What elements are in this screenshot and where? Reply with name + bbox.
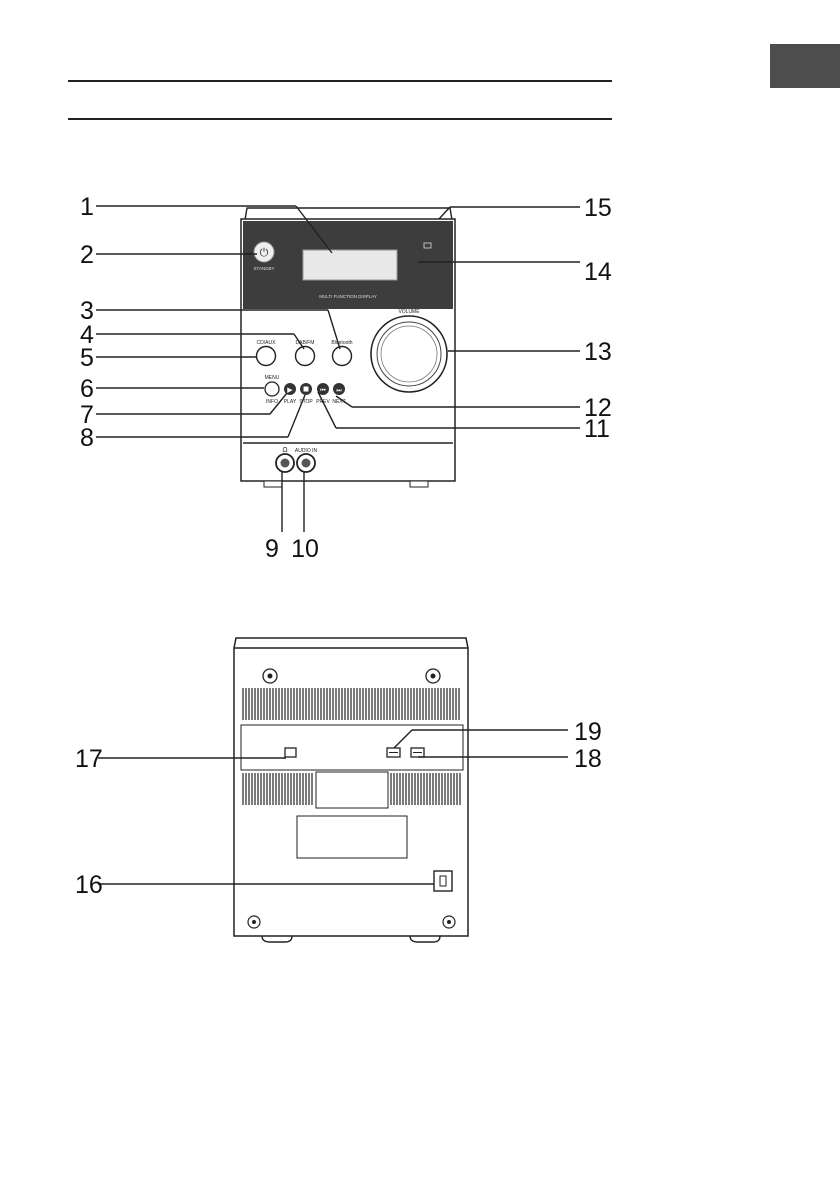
menu-info-button[interactable] — [265, 382, 279, 396]
info-label: INFO — [266, 399, 278, 405]
lcd-screen — [303, 250, 397, 280]
volume-label: VOLUME — [398, 309, 420, 315]
bluetooth-button[interactable] — [333, 347, 352, 366]
prev-icon: ⏮ — [320, 388, 326, 394]
power-icon: ⏻ — [260, 247, 269, 259]
front-view-diagram: MULTI FUNCTION DISPLAY ⏻ STANDBY CD/AUX … — [0, 0, 840, 600]
callout-12: 12 — [584, 394, 612, 422]
callout-9: 9 — [265, 535, 279, 563]
cd-aux-button[interactable] — [257, 347, 276, 366]
headphones-icon: Ω — [282, 447, 287, 454]
rear-label-plate — [297, 816, 407, 858]
dab-fm-button[interactable] — [296, 347, 315, 366]
front-foot-left — [264, 481, 282, 487]
play-pause-icon: ▶ — [287, 387, 293, 394]
audio-in-jack-hole — [302, 459, 311, 468]
display-label: MULTI FUNCTION DISPLAY — [319, 294, 377, 299]
callout-13: 13 — [584, 338, 612, 366]
callout-17: 17 — [75, 745, 103, 773]
stop-icon — [304, 387, 309, 392]
callout-19: 19 — [574, 718, 602, 746]
rear-vents-top — [243, 688, 459, 720]
menu-label: MENU — [265, 375, 280, 381]
headphone-jack-hole — [281, 459, 290, 468]
callout-6: 6 — [80, 375, 94, 403]
cd-aux-label: CD/AUX — [257, 340, 277, 346]
callout-8: 8 — [80, 424, 94, 452]
callout-18: 18 — [574, 745, 602, 773]
audio-in-label: AUDIO IN — [295, 448, 318, 454]
callout-14: 14 — [584, 258, 612, 286]
fm-antenna-socket[interactable] — [285, 748, 296, 757]
callout-2: 2 — [80, 241, 94, 269]
callout-15: 15 — [584, 194, 612, 222]
bluetooth-label: Bluetooth — [331, 340, 352, 346]
volume-knob[interactable] — [371, 316, 447, 392]
callout-16: 16 — [75, 871, 103, 899]
rear-center-plate — [316, 772, 388, 808]
callout-10: 10 — [291, 535, 319, 563]
next-icon: ⏭ — [336, 388, 342, 394]
rear-view-diagram: 17 19 18 16 — [0, 620, 840, 980]
standby-label: STANDBY — [254, 266, 275, 271]
callout-1: 1 — [80, 193, 94, 221]
rear-connector-panel — [241, 725, 463, 770]
front-foot-right — [410, 481, 428, 487]
callout-5: 5 — [80, 344, 94, 372]
play-label: PLAY — [284, 399, 297, 405]
